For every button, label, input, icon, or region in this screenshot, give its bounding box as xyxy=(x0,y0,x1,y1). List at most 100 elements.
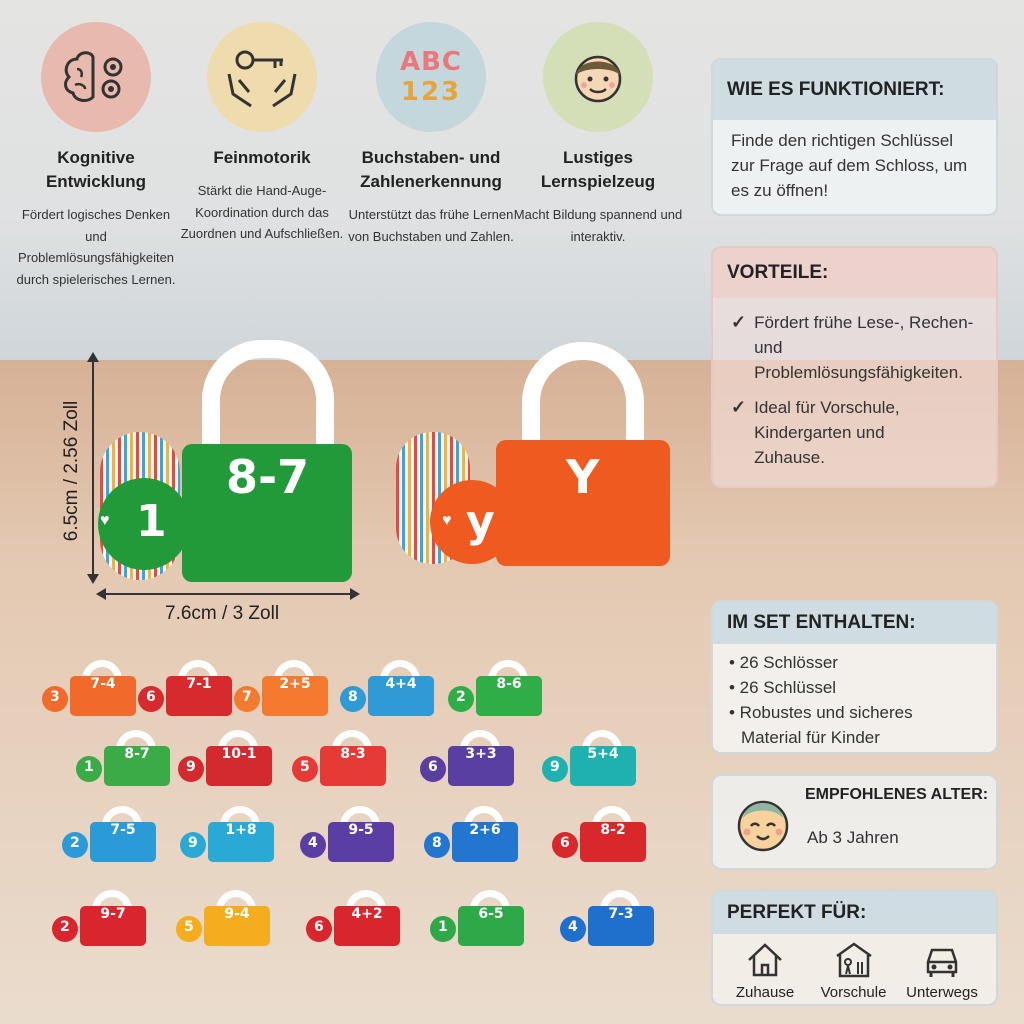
mini-lock-shackle xyxy=(102,806,142,830)
mini-key-number: 8 xyxy=(348,689,358,705)
age-value: Ab 3 Jahren xyxy=(807,828,899,847)
mini-lock-equation: 9-4 xyxy=(224,906,250,922)
mini-key-head xyxy=(176,916,202,942)
mini-key-head xyxy=(178,756,204,782)
set-item: Material für Kinder xyxy=(741,728,880,747)
mini-lock: 3+3 6 xyxy=(420,730,516,790)
mini-key-number: 6 xyxy=(560,835,570,851)
key-head xyxy=(98,478,190,570)
mini-key-head xyxy=(62,832,88,858)
school-icon xyxy=(834,940,874,980)
feature-desc: Stärkt die Hand-Auge-Koordination durch … xyxy=(180,183,344,241)
mini-lock-body xyxy=(208,822,274,862)
mini-lock-body xyxy=(368,676,434,716)
mini-key-head xyxy=(560,916,586,942)
mini-lock-body xyxy=(204,906,270,946)
set-item: • 26 Schlösser xyxy=(729,653,838,672)
mini-lock-body xyxy=(458,906,524,946)
mini-lock-shackle xyxy=(600,890,640,914)
mini-lock-equation: 3+3 xyxy=(465,746,497,762)
panel-title: IM SET ENTHALTEN: xyxy=(713,602,996,644)
mini-lock-body xyxy=(262,676,328,716)
mini-key-head xyxy=(448,686,474,712)
key-head xyxy=(430,480,514,564)
mini-lock-shackle xyxy=(582,730,622,754)
mini-lock-equation: 7-4 xyxy=(90,676,116,692)
mini-key-number: 6 xyxy=(428,759,438,775)
mini-lock-shackle xyxy=(592,806,632,830)
car-icon xyxy=(922,940,962,980)
feature-desc: Fördert logisches Denken und Problemlösu… xyxy=(16,207,176,287)
mini-lock-body xyxy=(70,676,136,716)
perfect-for-panel: PERFEKT FÜR: Zuhause Vorschule Unterwegs xyxy=(711,890,998,1006)
mini-key-head xyxy=(340,686,366,712)
mini-lock-shackle xyxy=(340,806,380,830)
mini-lock-body xyxy=(588,906,654,946)
mini-lock: 8-6 2 xyxy=(448,660,544,720)
perfect-item-travel: Unterwegs xyxy=(902,940,982,1001)
mini-lock-body xyxy=(476,676,542,716)
mini-key-number: 7 xyxy=(242,689,252,705)
mini-key-number: 2 xyxy=(60,919,70,935)
mini-lock-shackle xyxy=(82,660,122,684)
key-letter: y xyxy=(466,496,495,547)
smiling-child-icon xyxy=(543,22,653,132)
mini-lock-body xyxy=(206,746,272,786)
mini-key-number: 9 xyxy=(188,835,198,851)
feature-title: Feinmotorik xyxy=(213,148,311,167)
set-item: • Robustes und sicheres xyxy=(729,703,913,722)
mini-key-head xyxy=(300,832,326,858)
mini-lock-equation: 8-7 xyxy=(124,746,150,762)
panel-title: VORTEILE: xyxy=(713,248,996,298)
how-it-works-panel: WIE ES FUNKTIONIERT: Finde den richtigen… xyxy=(711,58,998,216)
advantage-item: ✓ Ideal für Vorschule, Kindergarten und … xyxy=(731,395,978,470)
mini-lock-equation: 8-2 xyxy=(600,822,626,838)
mini-key-head xyxy=(76,756,102,782)
mini-lock-body xyxy=(452,822,518,862)
lock-letter: Y xyxy=(566,450,600,504)
feature-fun-toy: Lustiges Lernspielzeug Macht Bildung spa… xyxy=(513,22,683,247)
mini-key-head xyxy=(552,832,578,858)
panel-title: PERFEKT FÜR: xyxy=(713,892,996,934)
mini-lock-shackle xyxy=(488,660,528,684)
lock-equation: 8-7 xyxy=(226,450,310,504)
mini-lock-shackle xyxy=(346,890,386,914)
mini-lock-equation: 8-6 xyxy=(496,676,522,692)
lock-body xyxy=(182,444,352,582)
lock-body xyxy=(496,440,670,566)
mini-lock-body xyxy=(104,746,170,786)
mini-lock-body xyxy=(328,822,394,862)
mini-key-number: 3 xyxy=(50,689,60,705)
mini-lock-equation: 5+4 xyxy=(587,746,619,762)
advantage-item: ✓ Fördert frühe Lese-, Rechen- und Probl… xyxy=(731,310,978,385)
checkmark-icon: ✓ xyxy=(731,397,747,417)
mini-lock-body xyxy=(570,746,636,786)
feature-letters-numbers: ABC 123 Buchstaben- und Zahlenerkennung … xyxy=(346,22,516,247)
mini-lock: 5+4 9 xyxy=(542,730,638,790)
mini-key-number: 2 xyxy=(456,689,466,705)
mini-key-head xyxy=(42,686,68,712)
width-label: 7.6cm / 3 Zoll xyxy=(165,603,280,624)
mini-lock-equation: 9-7 xyxy=(100,906,126,922)
mini-key-number: 2 xyxy=(70,835,80,851)
mini-lock-shackle xyxy=(216,890,256,914)
arrow-right-icon xyxy=(350,588,360,600)
mini-key-head xyxy=(420,756,446,782)
mini-key-head xyxy=(430,916,456,942)
feature-title: Kognitive Entwicklung xyxy=(45,148,147,191)
mini-lock-body xyxy=(80,906,146,946)
mini-key-number: 9 xyxy=(550,759,560,775)
mini-lock-equation: 2+6 xyxy=(469,822,501,838)
brain-gears-icon xyxy=(41,22,151,132)
mini-lock-shackle xyxy=(380,660,420,684)
mini-key-number: 6 xyxy=(146,689,156,705)
mini-key-head xyxy=(542,756,568,782)
panel-title: WIE ES FUNKTIONIERT: xyxy=(713,60,996,120)
